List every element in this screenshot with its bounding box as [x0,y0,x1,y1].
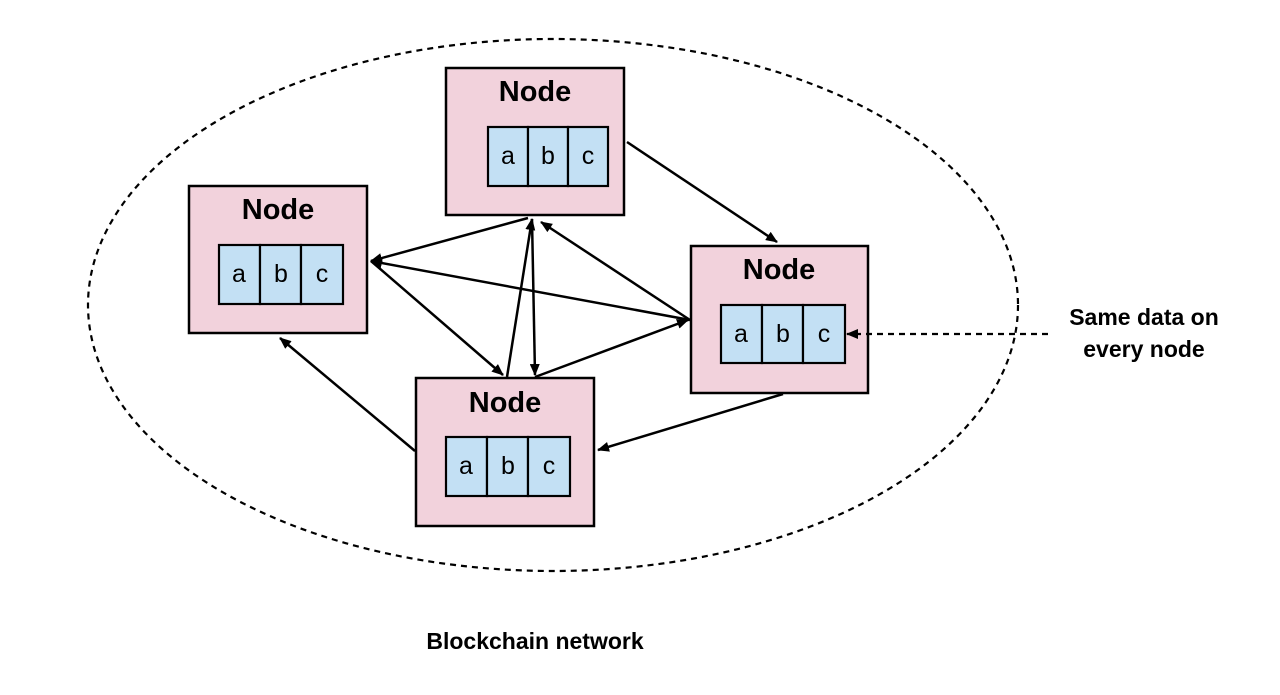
cell-label: c [582,142,595,170]
cell-label: b [541,142,555,170]
connection-arrow-right-to-top [540,220,691,322]
data-cell [486,125,530,188]
data-cell [485,435,530,498]
callout: Same data on every node [846,304,1219,362]
node-right: Node a b c [689,244,870,395]
cell-label: c [818,320,831,348]
data-cell [566,125,610,188]
callout-text-line1: Same data on [1069,304,1219,330]
cell-label: a [501,142,515,170]
network-boundary [86,37,1020,573]
cell-label: c [543,452,556,480]
node-bottom: Node a b c [414,376,596,528]
connection-arrow-top-to-right [626,140,778,244]
cell-label: a [734,320,748,348]
node-top: Node a b c [444,66,626,217]
data-cell [719,303,764,365]
data-block: a b c [719,303,847,365]
data-block: a b c [444,435,572,498]
node-title: Node [242,194,315,226]
node-title: Node [743,254,816,286]
data-cell [299,243,345,306]
connection-arrow-right-to-left [370,258,691,322]
connection-arrow-bottom-to-left [279,337,416,452]
cell-label: a [232,260,246,288]
cell-label: b [274,260,288,288]
cell-label: c [316,260,329,288]
node-title: Node [469,387,542,419]
connection-arrow-left-to-bottom [370,260,504,376]
data-cell [801,303,847,365]
connection-arrow-bottom-to-right [534,318,689,379]
cell-label: b [501,452,515,480]
network-caption: Blockchain network [426,628,643,654]
connection-arrow-right-to-bottom [597,392,784,452]
connection-arrow-top-to-bottom [529,218,540,376]
data-cell [526,125,570,188]
callout-text-line2: every node [1083,336,1204,362]
connection-arrow-bottom-to-top [505,218,536,378]
cell-label: a [459,452,473,480]
cell-label: b [776,320,790,348]
connection-arrows [279,140,784,452]
connection-arrow-top-to-left [370,216,529,263]
data-block: a b c [486,125,610,188]
data-cell [526,435,572,498]
node-title: Node [499,76,572,108]
data-block: a b c [217,243,345,306]
node-left: Node a b c [187,184,369,335]
